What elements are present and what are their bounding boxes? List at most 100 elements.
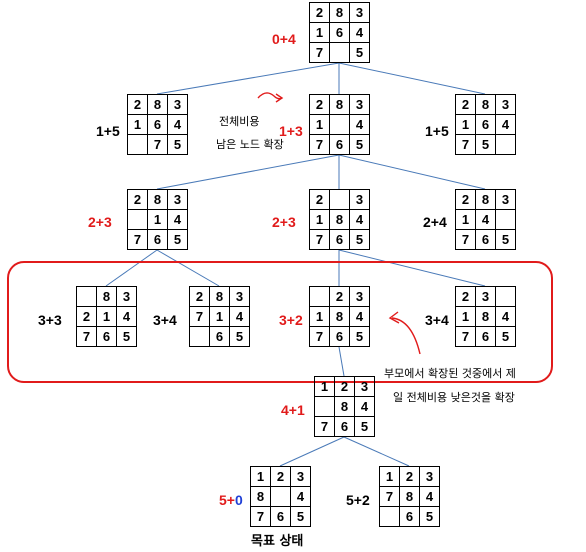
tile-6: 6 [329,134,350,155]
tile-5: 5 [349,42,370,63]
highlight-frame [7,261,553,383]
tile-7: 7 [309,326,330,347]
blank-tile [329,42,350,63]
tile-6: 6 [147,114,168,135]
tile-5: 5 [167,229,188,250]
cost-label-l1b: 1+3 [279,123,303,139]
cost-label-l5b: 5+2 [346,492,370,508]
cost-label-l2a: 2+3 [88,214,112,230]
blank-tile [495,286,516,307]
tile-7: 7 [455,229,476,250]
tile-5: 5 [229,326,250,347]
arrowhead-icon [275,93,284,103]
tile-4: 4 [349,114,370,135]
tile-7: 7 [189,306,210,327]
tile-8: 8 [475,94,496,115]
edge-l2a-l3b [156,249,220,287]
tile-8: 8 [334,396,355,417]
tile-4: 4 [229,306,250,327]
tile-4: 4 [495,114,516,135]
cost-label-l3b: 3+4 [153,312,177,328]
tile-1: 1 [147,209,168,230]
blank-tile [189,326,210,347]
tile-7: 7 [250,506,271,527]
tile-3: 3 [116,286,137,307]
tile-1: 1 [455,114,476,135]
tile-1: 1 [309,209,330,230]
tile-4: 4 [167,209,188,230]
tile-6: 6 [329,229,350,250]
tile-4: 4 [116,306,137,327]
tile-8: 8 [250,486,271,507]
cost-label-l3a: 3+3 [38,312,62,328]
blank-tile [76,286,97,307]
parent-expansion-note-line1: 부모에서 확장된 것중에서 제 [384,367,516,380]
blank-tile [495,209,516,230]
tile-8: 8 [147,189,168,210]
tile-3: 3 [167,94,188,115]
tile-7: 7 [309,134,330,155]
cost-label-l2c: 2+4 [423,214,447,230]
tile-3: 3 [495,94,516,115]
tile-5: 5 [495,326,516,347]
edge-l1b-l2a [156,154,340,190]
tile-5: 5 [290,506,311,527]
tile-8: 8 [147,94,168,115]
tile-1: 1 [379,466,400,487]
remaining-node-note: 남은 노드 확장 [216,136,284,152]
blank-tile [309,286,330,307]
edge-root-l1a [156,62,340,95]
arrowhead-icon [388,311,400,324]
tile-5: 5 [349,326,370,347]
tile-8: 8 [329,306,350,327]
cost-label-l3d: 3+4 [425,312,449,328]
tile-2: 2 [455,286,476,307]
tile-7: 7 [76,326,97,347]
curved-arrow-icon [257,92,283,100]
tile-2: 2 [334,376,355,397]
edge-l2b-l3d [338,249,486,287]
tile-1: 1 [309,22,330,43]
tile-3: 3 [349,94,370,115]
tile-8: 8 [329,2,350,23]
tile-1: 1 [209,306,230,327]
tile-2: 2 [189,286,210,307]
tile-4: 4 [495,306,516,327]
edge-l3c-l4 [338,346,345,377]
tile-6: 6 [96,326,117,347]
tile-5: 5 [349,134,370,155]
tile-5: 5 [419,506,440,527]
edge-l2a-l3a [105,249,158,287]
blank-tile [127,209,148,230]
total-cost-note: 전체비용 [219,113,259,129]
cost-label-l2b: 2+3 [272,214,296,230]
tile-7: 7 [147,134,168,155]
tile-5: 5 [116,326,137,347]
tile-2: 2 [309,94,330,115]
tile-6: 6 [399,506,420,527]
edge-root-l1c [338,62,486,95]
tile-2: 2 [455,94,476,115]
edge-l1b-l2c [338,154,486,190]
tile-2: 2 [127,189,148,210]
total-cost-note-line2: 남은 노드 확장 [216,138,284,151]
tile-4: 4 [354,396,375,417]
tile-4: 4 [419,486,440,507]
tile-1: 1 [455,306,476,327]
tile-8: 8 [329,209,350,230]
cost-label-l4: 4+1 [281,402,305,418]
tile-8: 8 [475,189,496,210]
tile-4: 4 [349,209,370,230]
cost-label-l1a: 1+5 [96,123,120,139]
tile-1: 1 [309,114,330,135]
